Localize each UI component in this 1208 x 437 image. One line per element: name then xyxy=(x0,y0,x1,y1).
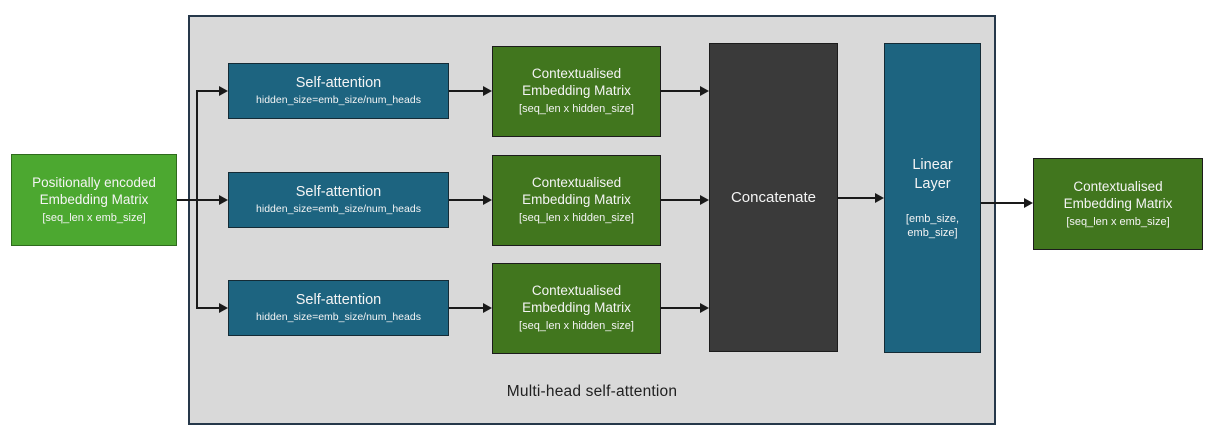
self-attention-title: Self-attention xyxy=(295,292,382,309)
arrowhead-into-attention-3 xyxy=(219,303,228,313)
linear-layer-dims-line1: [emb_size, xyxy=(905,212,960,225)
arrowhead-into-context-1 xyxy=(483,86,492,96)
context-matrix-line1: Contextualised xyxy=(531,66,622,82)
connector-context1-to-concat xyxy=(661,90,700,92)
context-matrix-line2: Embedding Matrix xyxy=(522,192,631,208)
output-embedding-box: Contextualised Embedding Matrix [seq_len… xyxy=(1033,158,1203,250)
linear-layer-line2: Layer xyxy=(914,175,951,192)
self-attention-box-1: Self-attention hidden_size=emb_size/num_… xyxy=(228,63,449,119)
concatenate-label: Concatenate xyxy=(730,189,817,206)
input-embedding-line2: Embedding Matrix xyxy=(39,191,149,207)
linear-layer-box: Linear Layer [emb_size, emb_size] xyxy=(884,43,981,353)
connector-input-to-branch xyxy=(177,199,219,201)
arrowhead-into-concat-3 xyxy=(700,303,709,313)
context-matrix-box-1: Contextualised Embedding Matrix [seq_len… xyxy=(492,46,661,137)
context-matrix-dims: [seq_len x hidden_size] xyxy=(519,212,634,225)
output-embedding-dims: [seq_len x emb_size] xyxy=(1066,215,1170,228)
linear-layer-dims-line2: emb_size] xyxy=(907,226,958,239)
arrowhead-into-linear xyxy=(875,193,884,203)
input-embedding-dims: [seq_len x emb_size] xyxy=(42,211,146,224)
connector-linear-to-output xyxy=(981,202,1024,204)
connector-branch-row3 xyxy=(196,307,219,309)
arrowhead-into-attention-1 xyxy=(219,86,228,96)
connector-attention2-to-context2 xyxy=(449,199,483,201)
context-matrix-line2: Embedding Matrix xyxy=(522,83,631,99)
arrowhead-into-context-2 xyxy=(483,195,492,205)
context-matrix-dims: [seq_len x hidden_size] xyxy=(519,103,634,116)
self-attention-title: Self-attention xyxy=(295,75,382,92)
arrowhead-into-concat-1 xyxy=(700,86,709,96)
linear-layer-line1: Linear xyxy=(912,156,953,173)
arrowhead-into-attention-2 xyxy=(219,195,228,205)
self-attention-title: Self-attention xyxy=(295,184,382,201)
arrowhead-into-concat-2 xyxy=(700,195,709,205)
output-embedding-line1: Contextualised xyxy=(1073,178,1163,194)
concatenate-box: Concatenate xyxy=(709,43,838,352)
self-attention-box-2: Self-attention hidden_size=emb_size/num_… xyxy=(228,172,449,228)
context-matrix-line1: Contextualised xyxy=(531,283,622,299)
input-embedding-line1: Positionally encoded xyxy=(32,174,156,190)
context-matrix-line1: Contextualised xyxy=(531,175,622,191)
self-attention-subtitle: hidden_size=emb_size/num_heads xyxy=(256,311,421,324)
connector-attention1-to-context1 xyxy=(449,90,483,92)
context-matrix-box-2: Contextualised Embedding Matrix [seq_len… xyxy=(492,155,661,246)
connector-attention3-to-context3 xyxy=(449,307,483,309)
self-attention-subtitle: hidden_size=emb_size/num_heads xyxy=(256,94,421,107)
arrowhead-into-output xyxy=(1024,198,1033,208)
output-embedding-line2: Embedding Matrix xyxy=(1063,195,1173,211)
connector-branch-vertical xyxy=(196,90,198,309)
connector-concat-to-linear xyxy=(838,197,875,199)
arrowhead-into-context-3 xyxy=(483,303,492,313)
context-matrix-line2: Embedding Matrix xyxy=(522,300,631,316)
context-matrix-dims: [seq_len x hidden_size] xyxy=(519,320,634,333)
context-matrix-box-3: Contextualised Embedding Matrix [seq_len… xyxy=(492,263,661,354)
multihead-container-label: Multi-head self-attention xyxy=(506,383,678,400)
connector-context3-to-concat xyxy=(661,307,700,309)
self-attention-box-3: Self-attention hidden_size=emb_size/num_… xyxy=(228,280,449,336)
self-attention-subtitle: hidden_size=emb_size/num_heads xyxy=(256,203,421,216)
connector-branch-row1 xyxy=(196,90,219,92)
input-embedding-box: Positionally encoded Embedding Matrix [s… xyxy=(11,154,177,246)
connector-context2-to-concat xyxy=(661,199,700,201)
